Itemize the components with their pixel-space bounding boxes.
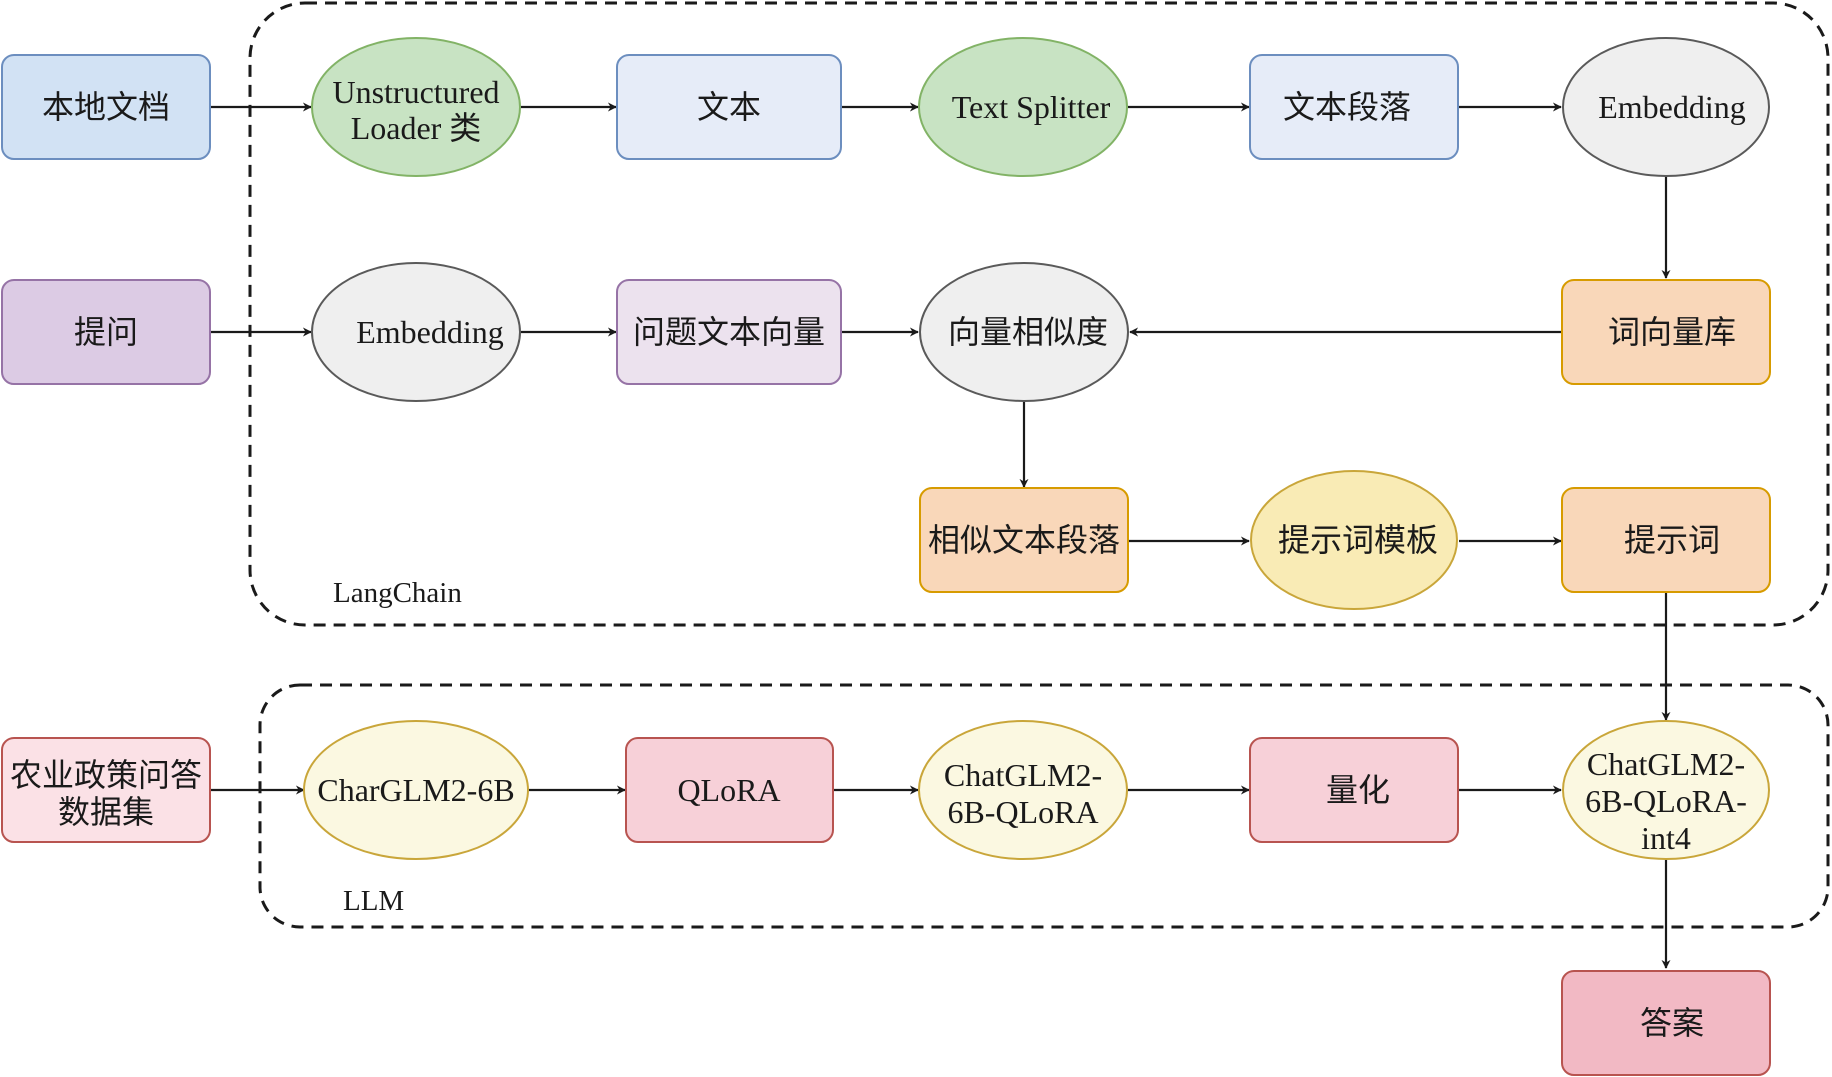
question-vector-label: 问题文本向量 [633,314,825,350]
question-label: 提问 [74,314,138,350]
charglm-label: CharGLM2-6B [317,772,514,808]
answer-label: 答案 [1640,1005,1704,1041]
node-question: 提问 [1,279,211,385]
node-question-vector: 问题文本向量 [616,279,842,385]
node-quantization: 量化 [1249,737,1459,843]
node-local-docs: 本地文档 [1,54,211,160]
node-chatglm-int4: ChatGLM2- 6B-QLoRA- int4 [1562,720,1770,860]
dataset-line2: 数据集 [58,794,154,830]
embedding-top-label: Embedding [1598,89,1746,125]
local-docs-label: 本地文档 [42,89,170,125]
chatglm-qlora-line2: 6B-QLoRA [947,794,1098,830]
chatglm-int4-line1: ChatGLM2- [1587,746,1745,782]
vector-similarity-label: 向量相似度 [948,314,1108,350]
connectors [210,102,1671,969]
text-label: 文本 [697,89,761,125]
chatglm-int4-line3: int4 [1641,820,1691,856]
chatglm-qlora-line1: ChatGLM2- [944,757,1102,793]
qlora-label: QLoRA [677,772,780,808]
node-charglm: CharGLM2-6B [303,720,529,860]
prompt-label: 提示词 [1624,522,1720,558]
prompt-template-label: 提示词模板 [1278,522,1438,558]
node-text-splitter: Text Splitter [918,37,1128,177]
node-embedding-top: Embedding [1562,37,1770,177]
node-qlora: QLoRA [625,737,834,843]
unstructured-loader-line2: Loader 类 [351,110,482,146]
node-vector-store: 词向量库 [1561,279,1771,385]
text-splitter-label: Text Splitter [952,89,1111,125]
unstructured-loader-line1: Unstructured [332,74,499,110]
node-vector-similarity: 向量相似度 [919,262,1129,402]
similar-paragraphs-label: 相似文本段落 [928,522,1120,558]
node-similar-paragraphs: 相似文本段落 [919,487,1129,593]
embedding-mid-label: Embedding [356,314,504,350]
llm-label: LLM [343,885,404,917]
node-text: 文本 [616,54,842,160]
node-chatglm-qlora: ChatGLM2- 6B-QLoRA [918,720,1128,860]
node-dataset: 农业政策问答 数据集 [1,737,211,843]
node-prompt: 提示词 [1561,487,1771,593]
langchain-group: LangChain [248,1,1830,627]
llm-group: LLM [258,683,1830,929]
chatglm-int4-line2: 6B-QLoRA- [1585,783,1747,819]
langchain-label: LangChain [333,577,462,609]
dataset-line1: 农业政策问答 [10,757,202,793]
node-embedding-mid: Embedding [311,262,521,402]
text-paragraphs-label: 文本段落 [1283,89,1411,125]
node-answer: 答案 [1561,970,1771,1076]
node-prompt-template: 提示词模板 [1250,470,1458,610]
vector-store-label: 词向量库 [1608,314,1736,350]
node-text-paragraphs: 文本段落 [1249,54,1459,160]
node-unstructured-loader: Unstructured Loader 类 [311,37,521,177]
quantization-label: 量化 [1326,772,1390,808]
